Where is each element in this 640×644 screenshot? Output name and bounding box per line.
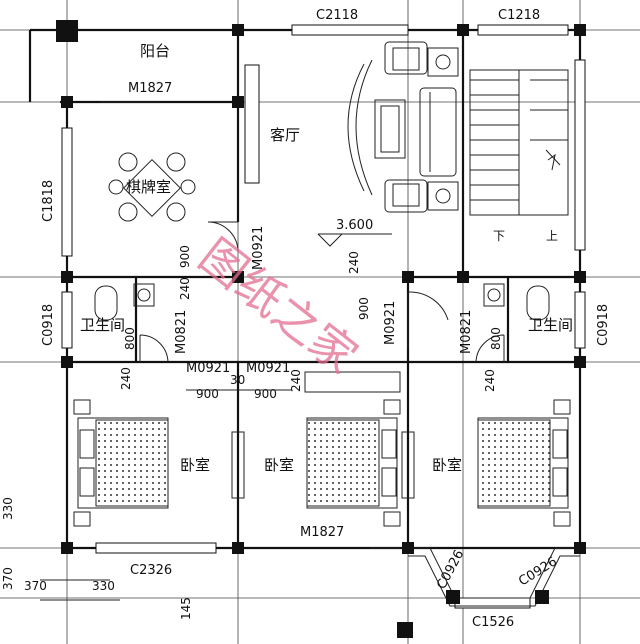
door-m0921-living [207, 221, 239, 253]
dim-900-a: 900 [178, 245, 192, 268]
columns [56, 20, 586, 638]
code-c0918-right: C0918 [596, 304, 611, 346]
label-bedroom-right: 卧室 [432, 456, 462, 474]
stairs [469, 69, 569, 216]
beds [73, 371, 571, 527]
code-c2118: C2118 [316, 8, 358, 23]
dim-145: 145 [179, 597, 193, 620]
label-bedroom-left: 卧室 [180, 456, 210, 474]
code-m0921-c: M0921 [383, 301, 398, 345]
elevation-label: 3.600 [336, 218, 373, 233]
label-living-room: 客厅 [270, 126, 300, 144]
code-c0926-b: C0926 [516, 554, 560, 589]
dim-330-b: 330 [92, 579, 115, 593]
window-living-side [244, 64, 260, 184]
dim-370-b: 370 [24, 579, 47, 593]
code-c1818: C1818 [41, 180, 56, 222]
wardrobe-left [231, 431, 245, 499]
window-c1818 [61, 127, 73, 257]
dim-240-e: 240 [483, 369, 497, 392]
dim-900-c: 900 [196, 387, 219, 401]
dim-800-a: 800 [123, 327, 137, 350]
dim-240-d: 240 [289, 369, 303, 392]
dimension-lines [40, 389, 292, 601]
window-c0918-left [61, 291, 73, 349]
window-c1218 [477, 24, 569, 36]
window-c2326 [95, 542, 217, 554]
bed-right [477, 399, 571, 527]
sofa-set [347, 41, 459, 213]
code-m0921-a: M0921 [186, 361, 230, 376]
dim-900-b: 900 [357, 297, 371, 320]
label-chess-room: 棋牌室 [126, 178, 171, 196]
code-c1218: C1218 [498, 8, 540, 23]
dim-370-a: 370 [1, 567, 15, 590]
bed-left [73, 399, 169, 527]
bay-window [408, 547, 580, 607]
dim-30: 30 [230, 373, 245, 387]
code-m0921-b: M0921 [246, 361, 290, 376]
dim-240-b: 240 [347, 251, 361, 274]
bed-mid [306, 399, 401, 527]
elevation-marker [317, 233, 392, 247]
code-m1827-bottom: M1827 [300, 525, 344, 540]
label-bathroom-right: 卫生间 [528, 316, 573, 334]
code-c0926-a: C0926 [434, 548, 467, 592]
windows [61, 24, 586, 609]
chess-table [108, 152, 196, 222]
label-bathroom-left: 卫生间 [80, 316, 125, 334]
code-m0821-right: M0821 [459, 310, 474, 354]
code-m0921-living: M0921 [251, 226, 266, 270]
code-m0821-left: M0821 [174, 310, 189, 354]
dim-240-a: 240 [178, 277, 192, 300]
window-c0918-right [574, 291, 586, 349]
bath-fixtures [94, 283, 550, 321]
doors [100, 101, 505, 549]
label-balcony: 阳台 [140, 42, 170, 60]
code-c2326: C2326 [130, 563, 172, 578]
code-m1827-top: M1827 [128, 81, 172, 96]
wardrobe-right [401, 431, 415, 499]
dim-800-b: 800 [489, 327, 503, 350]
stair-up-label: 上 [546, 229, 558, 243]
dim-330-top: 330 [1, 497, 15, 520]
dim-900-d: 900 [254, 387, 277, 401]
wardrobe-mid [304, 371, 401, 393]
window-stair [574, 59, 586, 251]
window-c2118 [291, 24, 409, 36]
code-c0918-left: C0918 [41, 304, 56, 346]
dim-240-c: 240 [119, 367, 133, 390]
label-bedroom-mid: 卧室 [264, 456, 294, 474]
code-c1526: C1526 [472, 615, 514, 630]
stair-down-label: 下 [493, 229, 505, 243]
